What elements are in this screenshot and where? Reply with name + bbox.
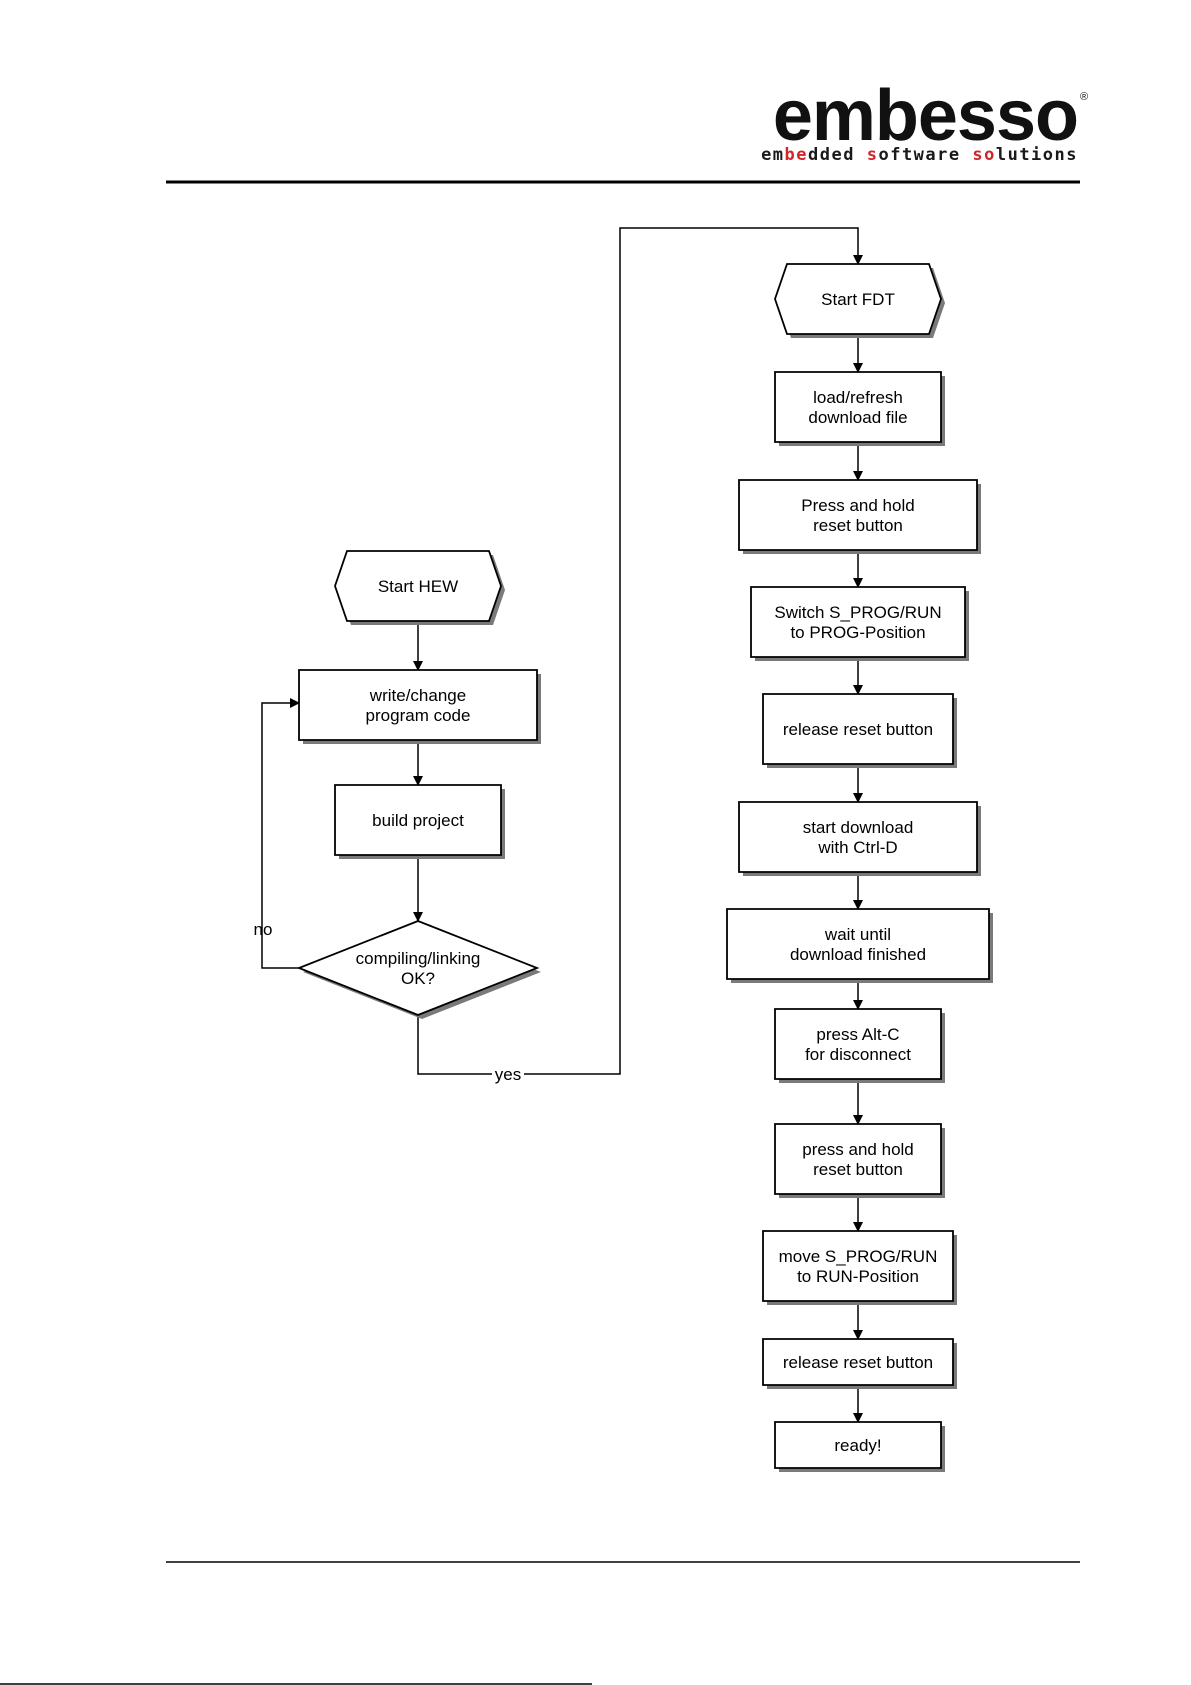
node-label: for disconnect — [805, 1045, 911, 1064]
node-start-hew: Start HEW — [334, 550, 505, 625]
node-label: load/refresh — [813, 388, 903, 407]
node-rect — [762, 1230, 954, 1302]
node-release-2: release reset button — [762, 1338, 957, 1389]
node-rect — [738, 801, 978, 873]
node-label: press and hold — [802, 1140, 914, 1159]
edge-compile_ok-to-write_code — [261, 698, 300, 969]
node-label: release reset button — [783, 1353, 933, 1372]
node-label: wait until — [824, 925, 891, 944]
node-rect — [774, 1008, 942, 1080]
logo-tagline-segment: dded — [808, 145, 867, 165]
node-label: download file — [808, 408, 907, 427]
node-rect — [726, 908, 990, 980]
logo-registered-mark: ® — [1080, 91, 1088, 103]
node-label: reset button — [813, 516, 903, 535]
node-label: build project — [372, 811, 464, 830]
node-label: release reset button — [783, 720, 933, 739]
logo-tagline-segment: so — [972, 145, 995, 165]
node-start-fdt: Start FDT — [774, 263, 945, 338]
node-label: download finished — [790, 945, 926, 964]
node-rect — [774, 371, 942, 443]
node-label: Start FDT — [821, 290, 895, 309]
edges-layer: no yes — [254, 227, 863, 1423]
edge-label-no: no — [254, 920, 273, 939]
node-label: start download — [803, 818, 914, 837]
node-label: Switch S_PROG/RUN — [774, 603, 941, 622]
edge-compile_ok-to-start_fdt — [417, 227, 863, 1075]
node-label: press Alt-C — [816, 1025, 899, 1044]
node-diamond — [296, 920, 540, 1016]
logo: embesso ® embedded software solutions — [761, 76, 1088, 165]
edge-label-background — [492, 1066, 524, 1084]
node-rect — [750, 586, 966, 658]
node-label: program code — [366, 706, 471, 725]
node-label: move S_PROG/RUN — [779, 1247, 938, 1266]
node-rect — [762, 1338, 954, 1386]
logo-tagline-segment: be — [785, 145, 808, 165]
node-label: Start HEW — [378, 577, 458, 596]
node-rect — [334, 784, 502, 856]
node-rect — [762, 693, 954, 765]
node-label: to PROG-Position — [790, 623, 925, 642]
node-hexagon — [774, 263, 942, 335]
node-label: ready! — [834, 1436, 881, 1455]
node-label: with Ctrl-D — [817, 838, 897, 857]
node-ready: ready! — [774, 1421, 945, 1472]
node-label: Press and hold — [801, 496, 914, 515]
logo-tagline: embedded software solutions — [761, 145, 1078, 165]
logo-tagline-segment: lutions — [996, 145, 1078, 165]
node-release-1: release reset button — [762, 693, 957, 768]
node-label: OK? — [401, 969, 435, 988]
node-label: reset button — [813, 1160, 903, 1179]
node-label: compiling/linking — [356, 949, 481, 968]
logo-tagline-segment: em — [761, 145, 784, 165]
logo-tagline-segment: oftware — [878, 145, 972, 165]
logo-tagline-segment: s — [867, 145, 879, 165]
node-label: to RUN-Position — [797, 1267, 919, 1286]
node-label: write/change — [369, 686, 466, 705]
node-hexagon — [334, 550, 502, 622]
node-rect — [774, 1123, 942, 1195]
node-build: build project — [334, 784, 505, 859]
node-rect — [298, 669, 538, 741]
logo-name: embesso — [773, 76, 1078, 156]
edge-label-yes: yes — [495, 1065, 521, 1084]
node-rect — [738, 479, 978, 551]
node-rect — [774, 1421, 942, 1469]
